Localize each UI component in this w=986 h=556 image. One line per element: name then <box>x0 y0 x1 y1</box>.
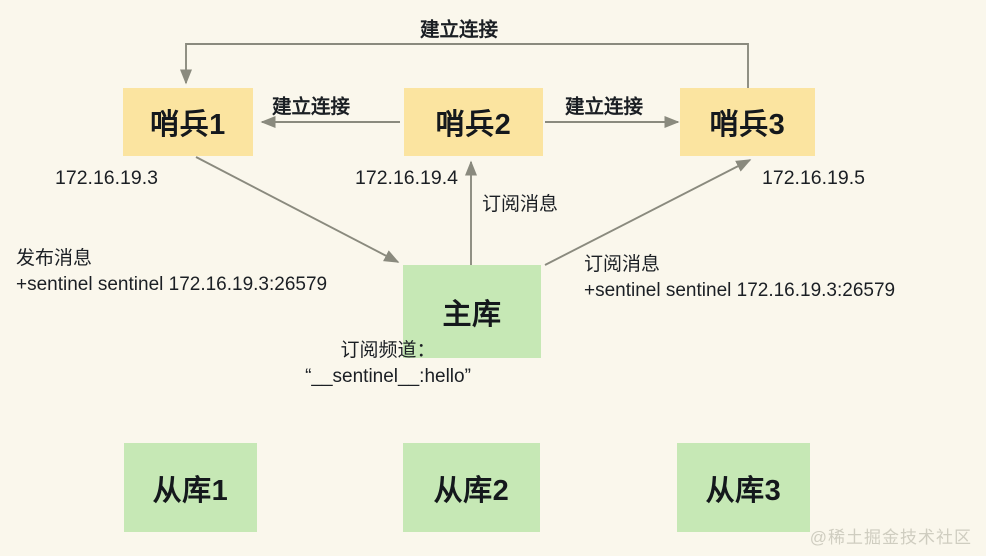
ip-label-sentinel-3: 172.16.19.5 <box>762 167 866 189</box>
connector-master-to-sentinel3 <box>544 159 752 266</box>
node-slave-2[interactable]: 从库2 <box>403 443 540 532</box>
edge-label-master-to-sentinel2: 订阅消息 <box>482 194 559 215</box>
node-slave-1-label: 从库1 <box>152 474 229 507</box>
node-sentinel-3-label: 哨兵3 <box>709 109 786 141</box>
subscribe-channel-title: 订阅频道： <box>340 340 436 361</box>
edge-label-sentinel2-to-sentinel3: 建立连接 <box>565 96 644 118</box>
node-slave-3-label: 从库3 <box>705 474 782 507</box>
node-slave-2-label: 从库2 <box>433 474 510 507</box>
publish-message-title: 发布消息 <box>16 248 93 269</box>
node-slave-1[interactable]: 从库1 <box>124 443 257 532</box>
subscribe-message-title: 订阅消息 <box>584 254 661 275</box>
subscribe-channel-name: “__sentinel__:hello” <box>305 366 471 387</box>
node-master-db-label: 主库 <box>442 298 502 331</box>
ip-label-sentinel-2: 172.16.19.4 <box>355 167 459 189</box>
subscribe-message-block: 订阅消息 +sentinel sentinel 172.16.19.3:2657… <box>584 252 895 304</box>
node-sentinel-1[interactable]: 哨兵1 <box>123 88 253 156</box>
node-sentinel-2-label: 哨兵2 <box>435 109 512 141</box>
edge-label-top-connect: 建立连接 <box>420 19 499 41</box>
subscribe-message-body: +sentinel sentinel 172.16.19.3:26579 <box>584 280 896 301</box>
watermark: @稀土掘金技术社区 <box>809 528 972 547</box>
ip-label-sentinel-1: 172.16.19.3 <box>55 167 159 189</box>
connector-sentinel3-to-sentinel1 <box>179 43 749 88</box>
edge-label-sentinel2-to-sentinel1: 建立连接 <box>272 96 351 118</box>
node-sentinel-3[interactable]: 哨兵3 <box>680 88 815 156</box>
node-master-db[interactable]: 主库 <box>403 265 541 358</box>
node-sentinel-2[interactable]: 哨兵2 <box>404 88 543 156</box>
publish-message-body: +sentinel sentinel 172.16.19.3:26579 <box>16 274 328 295</box>
node-slave-3[interactable]: 从库3 <box>677 443 810 532</box>
publish-message-block: 发布消息 +sentinel sentinel 172.16.19.3:2657… <box>16 246 327 298</box>
subscribe-channel-block: 订阅频道： “__sentinel__:hello” <box>272 338 504 390</box>
node-sentinel-1-label: 哨兵1 <box>150 109 226 141</box>
